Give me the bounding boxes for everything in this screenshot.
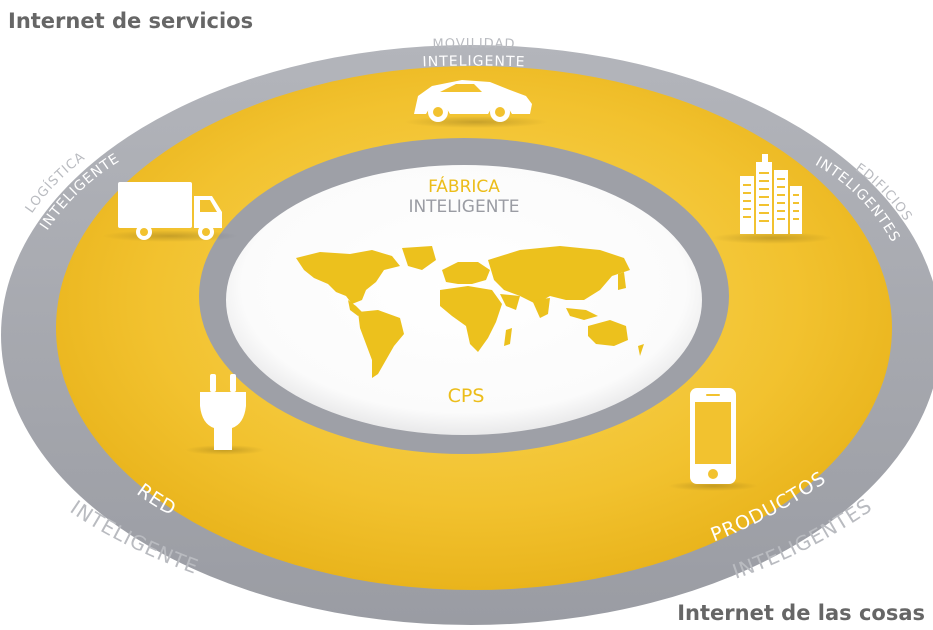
cps-label: CPS <box>448 385 485 407</box>
internet-de-servicios-title: Internet de servicios <box>8 9 253 33</box>
car-icon <box>414 80 532 122</box>
movilidad-outer-label: MOVILIDAD <box>432 36 515 52</box>
truck-icon <box>118 182 222 240</box>
world-map <box>296 246 644 378</box>
movilidad-inner-label: INTELIGENTE <box>422 53 525 70</box>
fabrica-label: FÁBRICA <box>428 175 500 197</box>
smartphone-icon <box>690 388 736 484</box>
internet-de-las-cosas-title: Internet de las cosas <box>677 601 925 625</box>
inteligente-center-label: INTELIGENTE <box>408 197 519 217</box>
plug-icon <box>200 374 246 450</box>
buildings-icon <box>740 154 802 234</box>
